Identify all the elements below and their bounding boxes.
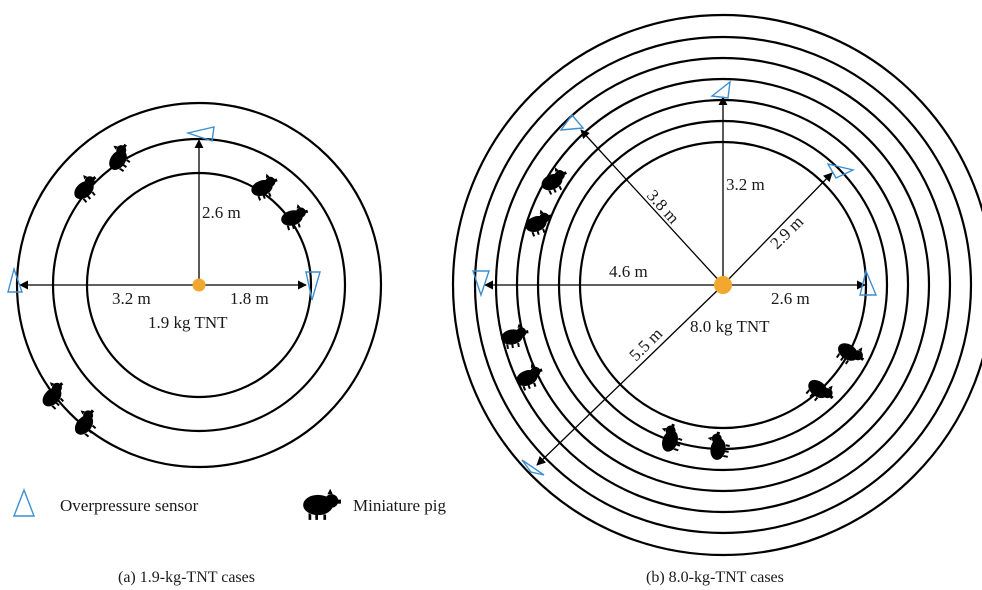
- pig-a-2-icon: [65, 169, 105, 208]
- pig-a-4-icon: [275, 202, 312, 233]
- distance-b-upper-left: 3.8 m: [643, 186, 683, 227]
- legend-sensor-icon: [12, 488, 36, 517]
- legend-sensor-label: Overpressure sensor: [60, 496, 199, 515]
- pig-b-2-icon: [519, 206, 556, 240]
- arrow-b-upper-left: [580, 129, 724, 286]
- ring-b-7: [451, 13, 982, 557]
- charge-a-label: 1.9 kg TNT: [148, 313, 228, 332]
- pig-b-8-icon: [830, 334, 869, 371]
- arrow-b-upper-right: [722, 172, 833, 286]
- sensor-a-left-icon: [7, 266, 23, 293]
- sensor-a-top-icon: [185, 126, 215, 142]
- pig-b-5-icon: [654, 420, 687, 458]
- sensor-b-right-icon: [859, 268, 878, 296]
- panel-b: 3.2 m 3.8 m 2.9 m 4.6 m 2.6 m 5.5 m 8.0 …: [451, 13, 982, 586]
- caption-a: (a) 1.9-kg-TNT cases: [118, 569, 255, 586]
- pig-a-3-icon: [245, 170, 282, 204]
- distance-a-right: 1.8 m: [230, 289, 269, 308]
- caption-b: (b) 8.0-kg-TNT cases: [646, 569, 784, 586]
- ring-a-outer: [15, 101, 383, 469]
- legend-pig-icon: [299, 488, 341, 520]
- legend-pig-label: Miniature pig: [353, 496, 447, 515]
- sensor-a-right-icon: [305, 271, 321, 301]
- sensor-b-upper-right-icon: [826, 162, 856, 179]
- distance-b-left: 4.6 m: [609, 262, 648, 281]
- sensor-b-upper-left-icon: [559, 113, 585, 131]
- distance-a-left: 3.2 m: [112, 289, 151, 308]
- distance-a-up: 2.6 m: [202, 203, 241, 222]
- sensor-b-top-icon: [710, 80, 731, 99]
- distance-b-upper-right: 2.9 m: [766, 212, 807, 253]
- charge-b-label: 8.0 kg TNT: [690, 317, 770, 336]
- distance-b-right: 2.6 m: [771, 289, 810, 308]
- charge-a-marker: [192, 278, 206, 292]
- sensor-b-left-icon: [472, 270, 490, 298]
- legend: Overpressure sensor Miniature pig: [12, 488, 447, 520]
- sensor-b-lower-left-icon: [521, 459, 545, 476]
- distance-b-lower-left: 5.5 m: [625, 324, 666, 365]
- charge-b-marker: [714, 276, 732, 294]
- arrow-b-lower-left: [536, 284, 724, 466]
- panel-a: 2.6 m 3.2 m 1.8 m 1.9 kg TNT (a) 1.9-kg-…: [7, 101, 383, 586]
- distance-b-up: 3.2 m: [726, 175, 765, 194]
- ring-b-6: [473, 35, 973, 535]
